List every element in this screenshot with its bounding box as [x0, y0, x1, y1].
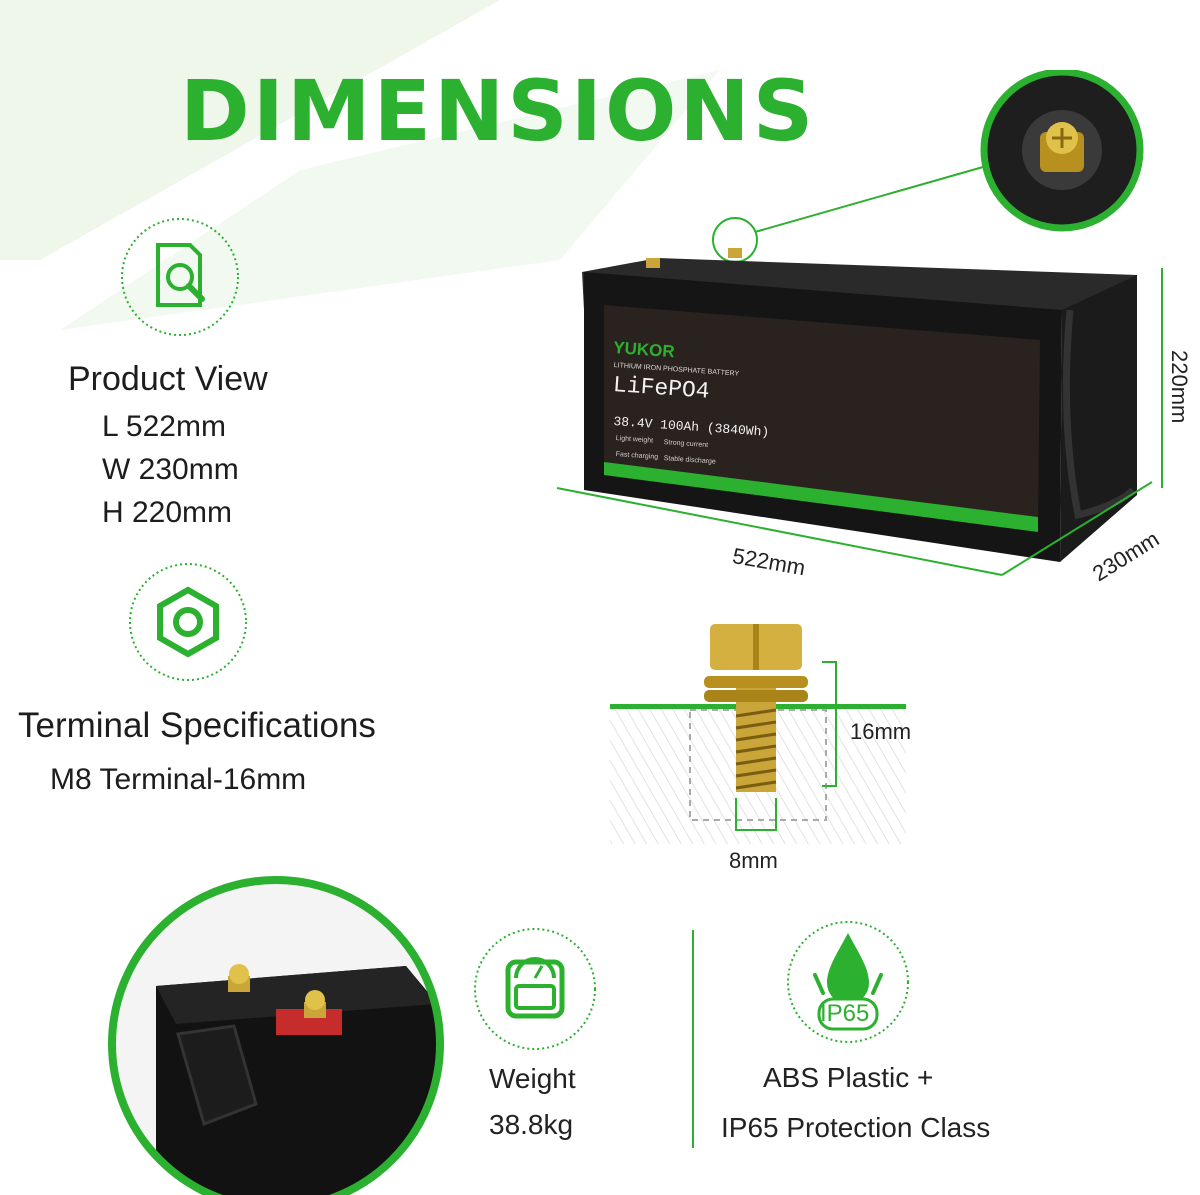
material-line-1: ABS Plastic + — [763, 1062, 934, 1093]
ip65-badge: IP65 — [820, 1000, 870, 1027]
terminal-diameter-label: 8mm — [729, 848, 778, 873]
scale-icon — [474, 928, 596, 1050]
terminal-depth-label: 16mm — [850, 719, 912, 744]
battery-illustration — [556, 70, 1163, 576]
terminal-heading: Terminal Specifications — [18, 706, 376, 745]
product-height: H 220mm — [102, 496, 233, 529]
section-divider — [692, 930, 694, 1148]
document-search-icon — [121, 218, 239, 336]
weight-value: 38.8kg — [489, 1109, 574, 1140]
material-line-2: IP65 Protection Class — [721, 1112, 991, 1143]
battery-brand: YUKOR — [612, 338, 676, 362]
battery-top-zoom — [108, 876, 444, 1195]
hex-nut-icon — [129, 563, 247, 681]
product-view-heading: Product View — [68, 360, 268, 398]
terminal-spec: M8 Terminal-16mm — [50, 763, 307, 796]
product-length: L 522mm — [102, 410, 226, 443]
terminal-diagram — [610, 624, 906, 844]
page-title: DIMENSIONS — [180, 62, 817, 160]
product-width: W 230mm — [102, 453, 239, 486]
dimension-height-label: 220mm — [1167, 350, 1192, 424]
water-drop-icon — [787, 921, 909, 1043]
weight-label: Weight — [489, 1063, 576, 1094]
